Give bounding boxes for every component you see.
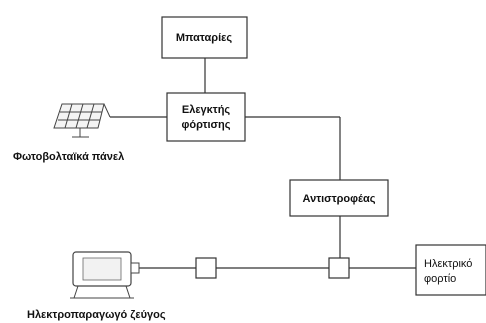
switch-box-2 [328,257,350,279]
generator-inner-panel [82,257,122,281]
connection-lines [110,58,416,269]
charge-controller-label-line1: Ελεγκτής [182,104,231,116]
electrical-load-label-line1: Ηλεκτρικό [424,258,472,270]
switch-box-1 [195,257,217,279]
inverter-box [289,179,389,217]
electrical-load-box [415,244,486,296]
electrical-load-block: Ηλεκτρικό φορτίο [415,244,486,296]
inverter-block: Αντιστροφέας [289,179,389,217]
charge-controller-label-line2: φόρτισης [181,119,230,131]
batteries-box [161,16,248,59]
generator-shaft [130,262,140,274]
charge-controller-block: Ελεγκτής φόρτισης [166,92,246,142]
solar-panel-label: Φωτοβολταϊκά πάνελ [13,151,124,163]
generator-icon [70,251,140,299]
batteries-label: Μπαταρίες [176,32,232,44]
charge-controller-box [166,92,246,142]
generator-label: Ηλεκτροπαραγωγό ζεύγος [27,309,166,321]
inverter-label: Αντιστροφέας [303,193,376,205]
electrical-load-label-line2: φορτίο [424,273,456,285]
solar-panel-icon [53,103,111,138]
batteries-block: Μπαταρίες [161,16,248,59]
